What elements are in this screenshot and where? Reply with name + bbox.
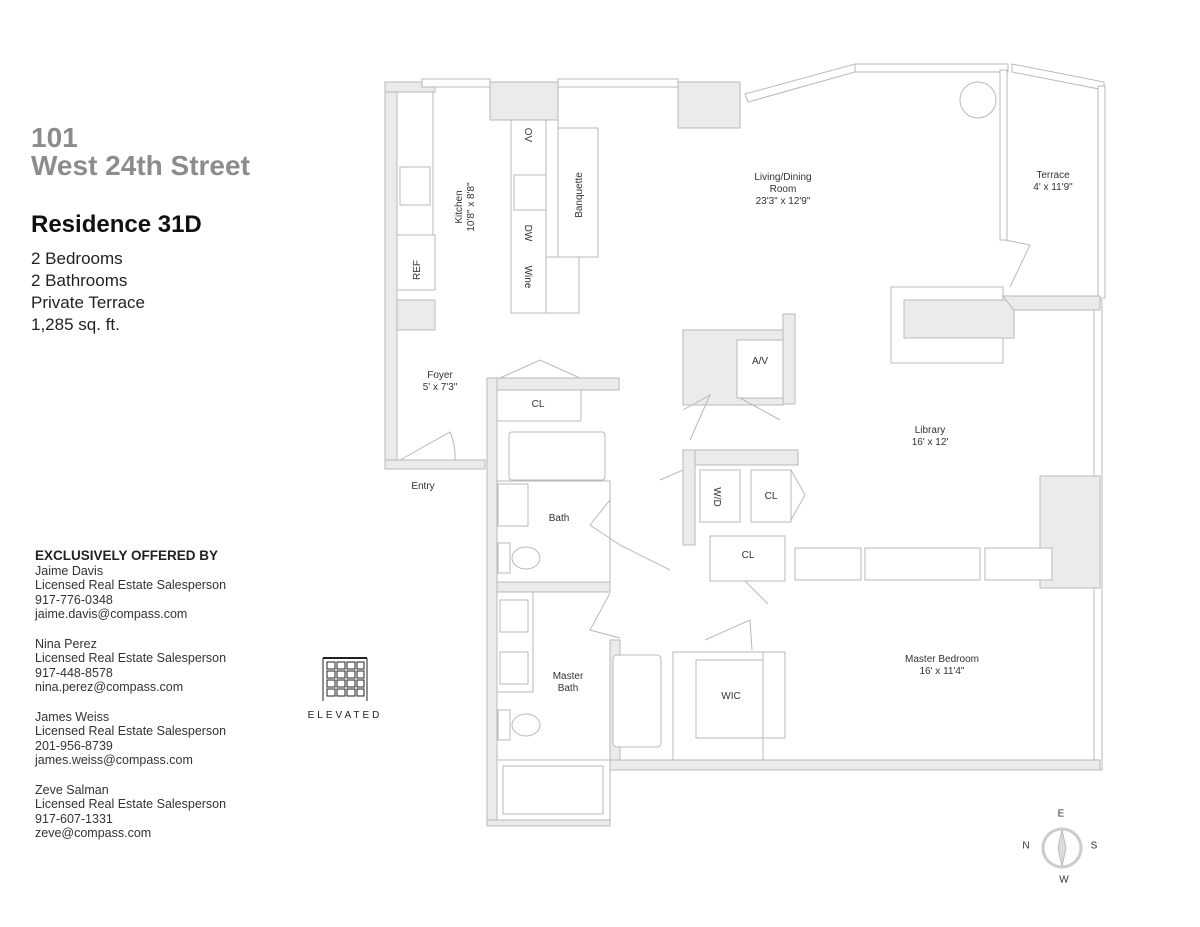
fact-area: 1,285 sq. ft. <box>31 315 120 334</box>
room-wic: WIC <box>721 691 741 702</box>
agent-email: zeve@compass.com <box>35 826 152 841</box>
room-name: Library <box>914 425 946 436</box>
agent-name: Jaime Davis <box>35 563 104 578</box>
compass-east: E <box>1057 808 1065 820</box>
agent-card: Nina Perez Licensed Real Estate Salesper… <box>35 637 226 695</box>
room-dims: 16' x 11'4" <box>919 666 965 677</box>
label-washer-dryer: W/D <box>711 487 722 507</box>
wall <box>489 81 559 121</box>
room-name: Room <box>769 184 797 195</box>
building-address: 101 West 24th Street <box>31 124 250 180</box>
building-logo-icon <box>322 657 368 701</box>
fact-terrace: Private Terrace <box>31 293 146 312</box>
room-name: Bath <box>557 683 579 694</box>
agent-title: Licensed Real Estate Salesperson <box>35 578 227 593</box>
room-dims: 5' x 7'3" <box>422 382 458 393</box>
compass-south: S <box>1090 840 1098 852</box>
wall <box>677 81 741 129</box>
residence-title: Residence 31D <box>31 211 202 238</box>
agent-card: James Weiss Licensed Real Estate Salespe… <box>35 710 226 768</box>
wall <box>396 299 436 331</box>
label-entry: Entry <box>411 481 435 492</box>
compass-west: W <box>1059 874 1069 886</box>
agent-title: Licensed Real Estate Salesperson <box>35 651 227 666</box>
residence-facts: 2 Bedrooms 2 Bathrooms Private Terrace 1… <box>31 248 145 336</box>
label-closet: CL <box>764 491 778 502</box>
compass-icon <box>1041 827 1083 869</box>
compass-north: N <box>1022 840 1030 852</box>
label-dishwasher: DW <box>522 224 533 242</box>
label-closet: CL <box>531 399 545 410</box>
room-name: Master Bedroom <box>905 654 979 665</box>
room-name: Terrace <box>1036 170 1070 181</box>
agents-section: EXCLUSIVELY OFFERED BY Jaime Davis Licen… <box>35 548 226 855</box>
agent-phone: 917-607-1331 <box>35 811 113 826</box>
address-street: West 24th Street <box>31 150 250 181</box>
room-name: Master <box>552 671 584 682</box>
elevated-logo: ELEVATED <box>305 657 385 721</box>
room-bath: Bath <box>548 513 570 524</box>
agent-phone: 201-956-8739 <box>35 738 113 753</box>
agent-phone: 917-776-0348 <box>35 592 113 607</box>
agent-name: Zeve Salman <box>35 782 109 797</box>
agent-title: Licensed Real Estate Salesperson <box>35 724 227 739</box>
room-dims: 10'8" x 8'8" <box>466 182 477 232</box>
fact-bedrooms: 2 Bedrooms <box>31 249 123 268</box>
agent-email: jaime.davis@compass.com <box>35 607 188 622</box>
agent-phone: 917-448-8578 <box>35 665 113 680</box>
label-av: A/V <box>751 356 769 367</box>
agent-name: James Weiss <box>35 709 110 724</box>
label-banquette: Banquette <box>574 172 585 218</box>
room-dims: 4' x 11'9" <box>1033 182 1073 193</box>
fact-bathrooms: 2 Bathrooms <box>31 271 128 290</box>
room-name: Foyer <box>427 370 453 381</box>
logo-text: ELEVATED <box>307 710 383 721</box>
label-oven: OV <box>522 127 533 143</box>
wall <box>384 81 398 469</box>
agent-card: Jaime Davis Licensed Real Estate Salespe… <box>35 564 226 622</box>
agents-heading: EXCLUSIVELY OFFERED BY <box>35 548 219 563</box>
room-name: Living/Dining <box>754 172 812 183</box>
agent-title: Licensed Real Estate Salesperson <box>35 797 227 812</box>
agent-email: james.weiss@compass.com <box>35 753 193 768</box>
address-number: 101 <box>31 122 78 153</box>
label-ref: REF <box>412 260 423 280</box>
room-name: Kitchen <box>454 190 465 224</box>
agent-card: Zeve Salman Licensed Real Estate Salespe… <box>35 783 226 841</box>
agent-email: nina.perez@compass.com <box>35 680 184 695</box>
label-closet: CL <box>741 550 755 561</box>
label-wine: Wine <box>522 265 533 289</box>
room-dims: 23'3" x 12'9" <box>755 196 811 207</box>
agent-name: Nina Perez <box>35 636 97 651</box>
room-dims: 16' x 12' <box>911 437 949 448</box>
